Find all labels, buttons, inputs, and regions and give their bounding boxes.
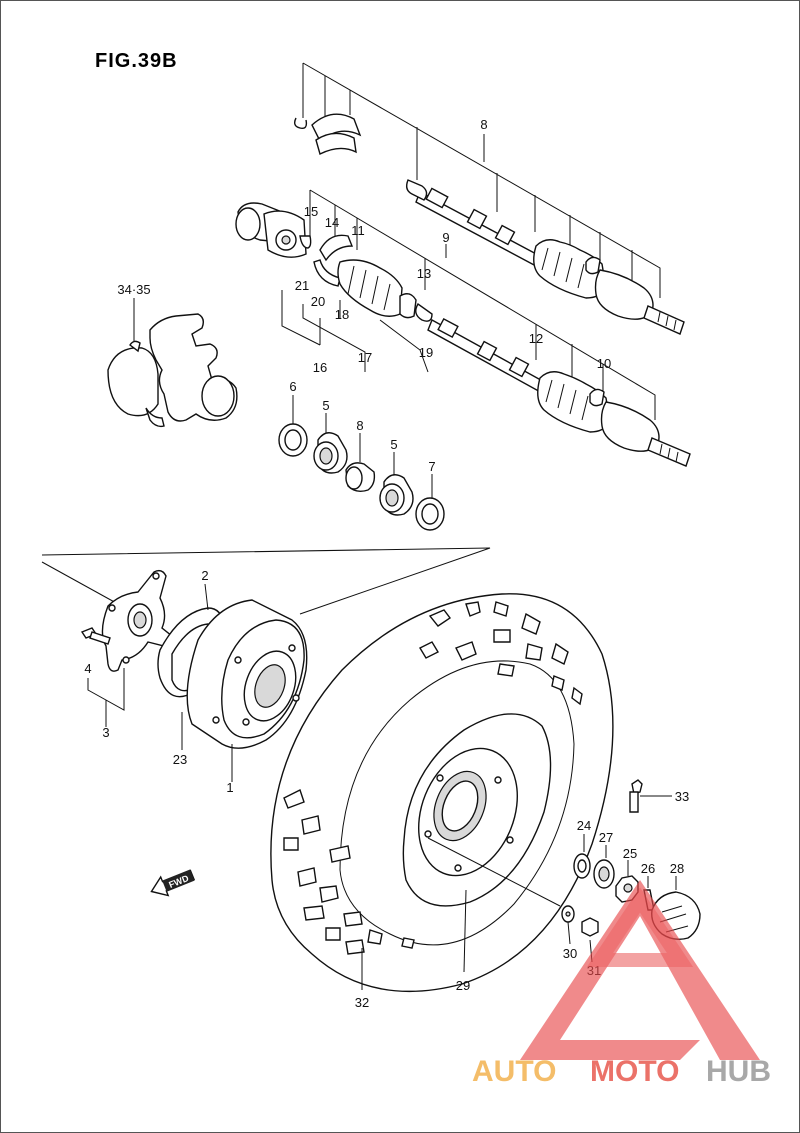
callout-3: 3: [102, 725, 109, 740]
callout-34-35: 34·35: [117, 282, 150, 297]
shaft-cover: [107, 298, 238, 428]
callout-24: 24: [577, 818, 591, 833]
callout-14: 13: [417, 266, 431, 281]
callout-12: 11: [351, 223, 365, 238]
callout-30: 30: [563, 946, 577, 961]
callout-6: 6: [289, 379, 296, 394]
callout-19: 18: [335, 307, 349, 322]
callout-5b: 5: [390, 437, 397, 452]
callout-2: 2: [201, 568, 208, 583]
callout-9: 8: [480, 117, 487, 132]
callout-33: 33: [675, 789, 689, 804]
callout-26: 26: [641, 861, 655, 876]
watermark-auto: AUTO: [472, 1055, 556, 1088]
callout-27: 27: [599, 830, 613, 845]
automotohub-watermark: AUTO MOTO HUB: [472, 880, 771, 1088]
callout-16: 15: [304, 204, 318, 219]
drive-shaft-upper: [293, 62, 685, 335]
callout-8: 8: [356, 418, 363, 433]
callout-5a: 5: [322, 398, 329, 413]
watermark-moto: MOTO: [590, 1055, 679, 1088]
callout-18: 17: [358, 350, 372, 365]
watermark-hub: HUB: [706, 1055, 771, 1088]
callout-4: 4: [84, 661, 91, 676]
callout-22: 21: [295, 278, 309, 293]
hub-drum-assembly: [41, 547, 491, 782]
watermark-logo-icon: [520, 880, 760, 1060]
fwd-label: FWD: [167, 873, 190, 890]
callout-29: 29: [456, 978, 470, 993]
callout-13: 12: [529, 331, 543, 346]
callout-25: 25: [623, 846, 637, 861]
callout-20: 19: [419, 345, 433, 360]
bearing-row: [278, 395, 445, 531]
callout-11: 10: [597, 356, 611, 371]
callout-28: 28: [670, 861, 684, 876]
callout-1: 1: [226, 780, 233, 795]
figure-title: FIG.39B: [95, 50, 178, 72]
callout-15: 14: [325, 215, 339, 230]
callout-7: 7: [428, 459, 435, 474]
callout-17: 16: [313, 360, 327, 375]
callout-10: 9: [442, 230, 449, 245]
fwd-arrow-icon: FWD: [150, 869, 196, 897]
callout-21: 20: [311, 294, 325, 309]
drive-shaft-lower: [235, 189, 691, 467]
callout-23: 23: [173, 752, 187, 767]
callout-32: 32: [355, 995, 369, 1010]
wheel-tire: [270, 593, 614, 993]
